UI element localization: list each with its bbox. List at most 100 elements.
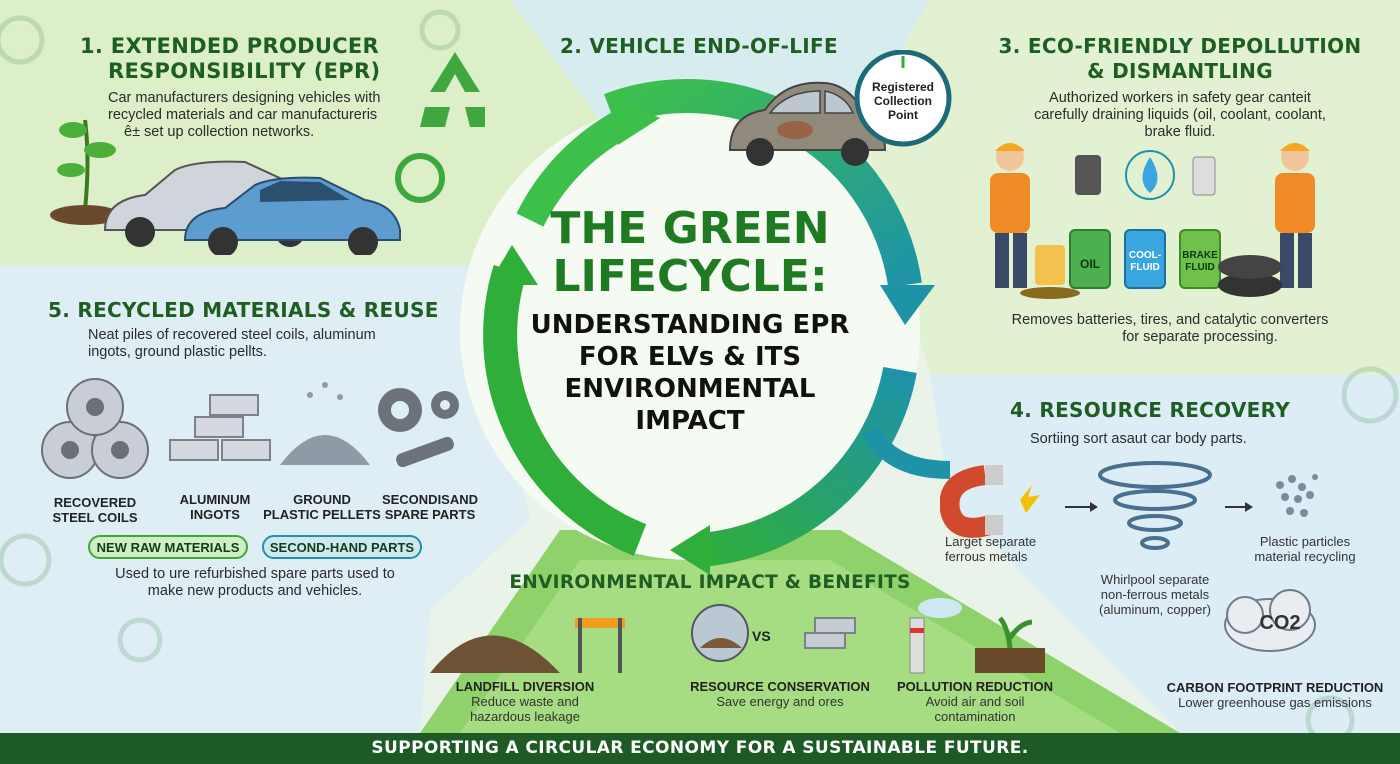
section-5-heading: 5. RECYCLED MATERIALS & REUSE: [48, 298, 439, 322]
magnet-caption: Larget separate ferrous metals: [945, 534, 1075, 564]
section-1-text-line-2: recycled materials and car manufactureri…: [108, 107, 378, 123]
co2-cloud-icon: [1224, 589, 1316, 652]
item-4-line-1: SECONDISAND: [381, 492, 479, 507]
section-1: 1. EXTENDED PRODUCER RESPONSIBILITY (EPR…: [80, 34, 420, 84]
collection-point-sign: Registered Collection Point: [848, 50, 958, 150]
subtitle-line-1: UNDERSTANDING EPR: [530, 310, 850, 340]
item-plastic-pellets: GROUND PLASTIC PELLETS: [262, 492, 382, 522]
item-2-line-1: ALUMINUM: [179, 492, 251, 507]
recovery-illustration: [940, 461, 1318, 652]
item-3-line-2: PLASTIC PELLETS: [263, 507, 381, 522]
plastic-pellets-icon: [280, 382, 370, 465]
benefit-conservation-title: RESOURCE CONSERVATION: [690, 679, 870, 694]
benefit-pollution-line-2: contamination: [934, 709, 1016, 724]
section-5-bottom-line-2: make new products and vehicles.: [147, 583, 363, 599]
oil-bottle-icon: [1075, 155, 1101, 195]
section-5-text: Neat piles of recovered steel coils, alu…: [88, 327, 448, 361]
benefit-pollution-line-1: Avoid air and soil: [925, 694, 1025, 709]
section-1-heading-line-1: 1. EXTENDED PRODUCER: [80, 34, 380, 58]
section-3-text-line-1: Authorized workers in safety gear cantei…: [1049, 90, 1311, 106]
section-4-heading: 4. RESOURCE RECOVERY: [1010, 398, 1291, 422]
sign-line-3: Point: [888, 108, 918, 122]
magnet-icon: [940, 465, 1003, 538]
pill-new-raw-materials: NEW RAW MATERIALS: [88, 535, 248, 559]
benefit-landfill-line-2: hazardous leakage: [470, 709, 580, 724]
section-3-heading: 3. ECO-FRIENDLY DEPOLLUTION & DISMANTLIN…: [990, 34, 1370, 84]
gear-icon: [378, 388, 459, 468]
water-drop-icon: [1142, 157, 1158, 193]
brake-label: BRAKE FLUID: [1180, 250, 1220, 274]
coolant-label: COOL- FLUID: [1125, 250, 1165, 274]
worker-left-icon: [990, 143, 1030, 288]
benefit-landfill-line-1: Reduce waste and: [471, 694, 579, 709]
item-1-line-2: STEEL COILS: [52, 510, 138, 525]
depollution-illustration: [990, 143, 1315, 299]
aluminum-ingots-icon: [169, 394, 271, 461]
coolant-label-line-1: COOL-: [1128, 250, 1162, 261]
benefit-landfill-text: Reduce waste and hazardous leakage: [440, 694, 610, 724]
benefit-conservation-text: Save energy and ores: [716, 694, 844, 709]
magnet-caption-line-1: Larget separate: [945, 534, 1037, 549]
section-2-heading: 2. VEHICLE END-OF-LIFE: [560, 34, 838, 58]
ingot-icon: [804, 617, 856, 649]
section-3-heading-line-2: & DISMANTLING: [1087, 59, 1273, 83]
section-5-bottom-text: Used to ure refurbished spare parts used…: [75, 566, 435, 600]
steel-coils-icon: [41, 378, 149, 479]
item-steel-coils: RECOVERED STEEL COILS: [40, 495, 150, 525]
section-3-text: Authorized workers in safety gear cantei…: [1000, 90, 1360, 141]
oil-canister: [1069, 229, 1111, 289]
whirlpool-caption-line-1: Whirlpool separate: [1100, 572, 1210, 587]
coolant-canister: [1124, 229, 1166, 289]
sign-line-2: Collection: [873, 94, 932, 108]
spark-icon: [1020, 485, 1040, 513]
carbon-title: CARBON FOOTPRINT REDUCTION: [1166, 680, 1384, 695]
lifecycle-arrows: [483, 79, 950, 575]
benefit-landfill-title: LANDFILL DIVERSION: [455, 679, 595, 694]
item-1-line-1: RECOVERED: [53, 495, 137, 510]
item-2-line-2: INGOTS: [190, 507, 240, 522]
materials-illustration: [41, 378, 459, 479]
item-4-line-2: SPARE PARTS: [384, 507, 476, 522]
factory-icon: [909, 598, 962, 674]
benefit-pollution-text: Avoid air and soil contamination: [890, 694, 1060, 724]
worker-right-icon: [1275, 143, 1315, 288]
section-1-text: Car manufacturers designing vehicles wit…: [108, 90, 428, 141]
recycle-icon-large: [420, 52, 485, 127]
pill-second-hand-parts: SECOND-HAND PARTS: [262, 535, 422, 559]
section-1-text-line-1: Car manufacturers designing vehicles wit…: [108, 90, 381, 106]
carbon-text: Lower greenhouse gas emissions: [1178, 695, 1372, 710]
impact-heading: ENVIRONMENTAL IMPACT & BENEFITS: [509, 572, 911, 593]
section-3-text-line-2: carefully draining liquids (oil, coolant…: [1034, 107, 1326, 123]
section-3-bottom-text: Removes batteries, tires, and catalytic …: [960, 312, 1380, 346]
clock-icon: [854, 50, 952, 147]
footer-banner: SUPPORTING A CIRCULAR ECONOMY FOR A SUST…: [0, 733, 1400, 764]
recycle-icon-small: [395, 153, 445, 203]
item-3-line-1: GROUND: [293, 492, 351, 507]
section-1-heading: 1. EXTENDED PRODUCER RESPONSIBILITY (EPR…: [80, 34, 420, 84]
section-3-bottom-line-2: for separate processing.: [1122, 329, 1278, 345]
whirlpool-icon: [1098, 461, 1212, 550]
section-1-heading-line-2: RESPONSIBILITY (EPR): [108, 59, 381, 83]
section-1-illustration: [50, 52, 485, 255]
section-5-text-line-2: ingots, ground plastic pellts.: [88, 344, 267, 360]
magnet-caption-line-2: ferrous metals: [945, 549, 1028, 564]
old-car-illustration: [728, 81, 887, 166]
section-3-bottom-line-1: Removes batteries, tires, and catalytic …: [1011, 312, 1329, 328]
section-5-bottom-line-1: Used to ure refurbished spare parts used…: [115, 566, 395, 582]
brake-canister: [1179, 229, 1221, 289]
impact-illustration: [430, 598, 1045, 674]
plastic-particles-icon: [1276, 474, 1318, 517]
whirlpool-caption-line-2: non-ferrous metals: [1100, 587, 1210, 602]
brake-label-line-1: BRAKE: [1182, 250, 1218, 261]
co2-label: CO2: [1259, 612, 1301, 634]
whirlpool-caption-line-3: (aluminum, copper): [1099, 602, 1211, 617]
plastic-caption: Plastic particles material recycling: [1240, 534, 1370, 564]
subtitle-line-3: ENVIRONMENTAL: [564, 374, 816, 404]
section-5-text-line-1: Neat piles of recovered steel coils, alu…: [88, 327, 376, 343]
plastic-caption-line-2: material recycling: [1254, 549, 1356, 564]
section-3-text-line-3: brake fluid.: [1144, 124, 1216, 140]
title-line-2: LIFECYCLE:: [552, 251, 828, 302]
brake-bottle-icon: [1192, 156, 1216, 196]
sign-line-1: Registered: [871, 80, 935, 94]
sprout-icon: [975, 616, 1045, 673]
